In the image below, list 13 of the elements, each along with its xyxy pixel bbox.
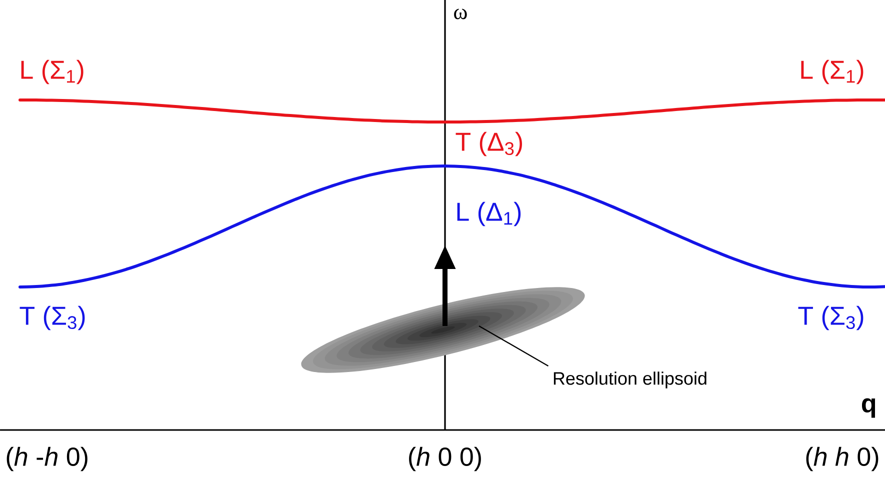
curve-label: L (Σ$_{1}$) <box>801 60 864 84</box>
axis-label: q <box>862 398 876 418</box>
curve-label: T (Δ$_{3}$) <box>456 132 522 156</box>
tick-label: (h h 0) <box>806 446 878 472</box>
curve-label: L (Σ$_{1}$) <box>21 60 84 84</box>
curve-label: T (Σ$_{3}$) <box>798 306 864 330</box>
tick-label: (h -h 0) <box>6 446 88 472</box>
callout-text: Resolution ellipsoid <box>554 372 706 388</box>
curve-label: T (Σ$_{3}$) <box>20 306 85 330</box>
curve-label: L (Δ$_{1}$) <box>457 202 521 226</box>
tick-label: (h 0 0) <box>409 446 481 472</box>
axis-label: ω <box>454 8 467 20</box>
leader-line <box>478 325 549 366</box>
